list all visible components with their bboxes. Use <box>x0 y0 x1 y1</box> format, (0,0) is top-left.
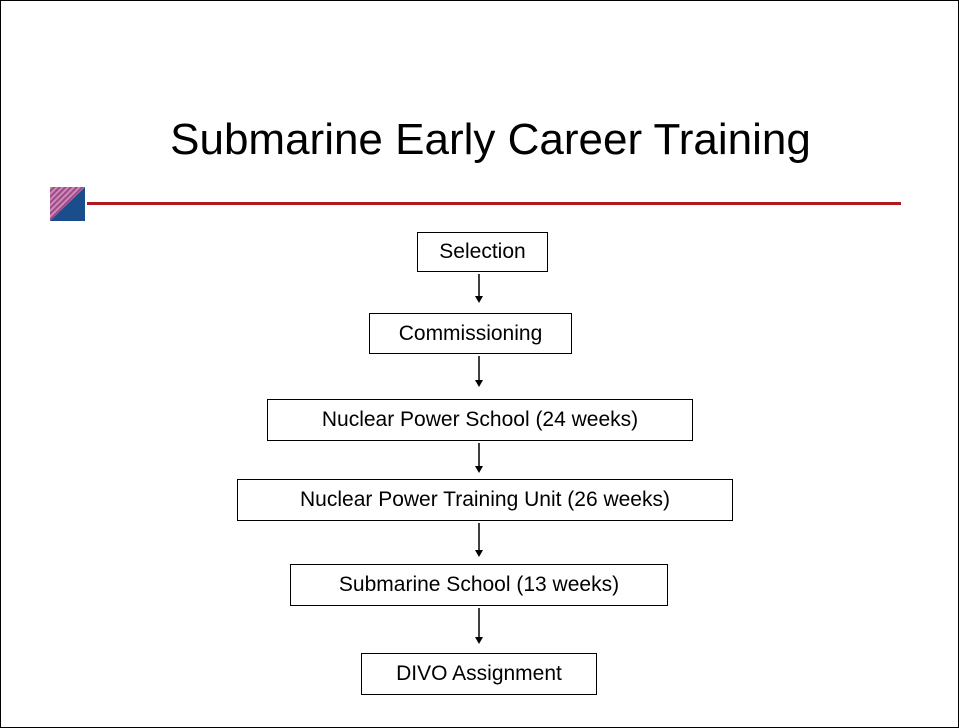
flow-step-selection: Selection <box>417 232 548 272</box>
flow-arrow <box>475 608 483 644</box>
flow-step-divo-assignment: DIVO Assignment <box>361 653 597 695</box>
flow-arrow <box>475 274 483 303</box>
flow-step-nuclear-power-school: Nuclear Power School (24 weeks) <box>267 399 693 441</box>
flow-step-commissioning: Commissioning <box>369 313 572 354</box>
flow-step-nuclear-power-training-unit: Nuclear Power Training Unit (26 weeks) <box>237 479 733 521</box>
flow-arrow <box>475 443 483 473</box>
striped-square-logo-icon <box>50 187 85 221</box>
flow-step-submarine-school: Submarine School (13 weeks) <box>290 564 668 606</box>
title-divider <box>87 202 901 205</box>
slide-title: Submarine Early Career Training <box>170 115 811 164</box>
flow-arrow <box>475 356 483 387</box>
flow-arrow <box>475 523 483 557</box>
